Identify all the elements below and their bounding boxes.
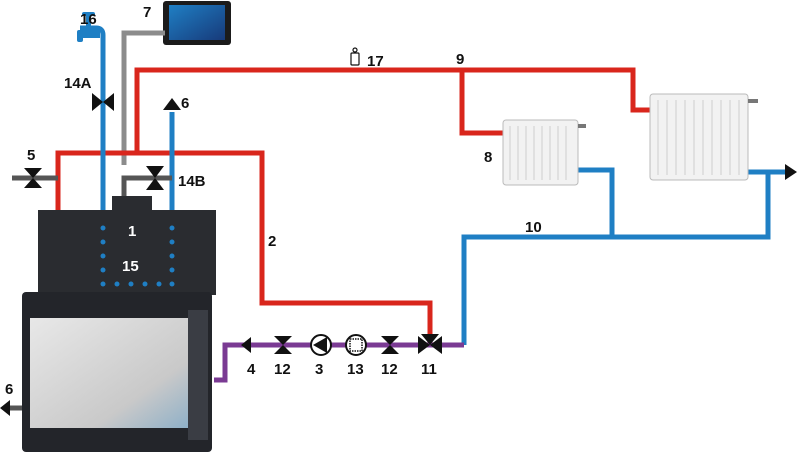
mixed-return-pipe <box>214 342 464 383</box>
return-main-pipe <box>461 172 771 345</box>
label-air-vent: 17 <box>367 53 384 70</box>
hot-main-pipe <box>134 67 652 153</box>
valve-b-pipe <box>121 175 172 196</box>
label-heat-exchanger: 15 <box>122 258 139 275</box>
check-valve-icon <box>241 337 251 353</box>
pump-icon <box>310 334 332 356</box>
sensor-cable <box>121 30 165 165</box>
label-drain-bottom: 6 <box>5 381 13 398</box>
fireplace <box>22 196 216 452</box>
label-filter: 13 <box>347 361 364 378</box>
label-fireplace: 1 <box>128 223 136 240</box>
label-valve-b: 14B <box>178 173 206 190</box>
label-supply-pipe: 2 <box>268 233 276 250</box>
cold-water-pipe <box>80 25 106 210</box>
label-drain-top: 6 <box>181 95 189 112</box>
fireplace-glass <box>30 318 188 428</box>
label-radiator-small: 8 <box>484 149 492 166</box>
water-tap-icon <box>77 12 100 42</box>
fireplace-water-jacket <box>38 210 216 295</box>
label-water-tap: 16 <box>80 11 97 28</box>
label-pump: 3 <box>315 361 323 378</box>
valve-14a-icon <box>92 93 114 111</box>
radiator-return-pipe <box>578 167 615 237</box>
heat-exchanger-coil <box>100 225 175 287</box>
label-controller: 7 <box>143 4 151 21</box>
label-ball-valve-left: 12 <box>274 361 291 378</box>
label-safety-valve: 5 <box>27 147 35 164</box>
controller-panel <box>163 1 231 45</box>
radiator-small <box>502 119 586 186</box>
drain-bottom-arrow-icon <box>0 400 10 416</box>
drain-top-arrow-icon <box>163 98 181 110</box>
ball-valve-left-icon <box>274 336 292 354</box>
label-return-main: 10 <box>525 219 542 236</box>
label-ball-valve-right: 12 <box>381 361 398 378</box>
outlet-arrow-icon <box>785 164 797 180</box>
safety-valve-icon <box>24 168 42 188</box>
label-hot-main: 9 <box>456 51 464 68</box>
radiator-large <box>649 93 758 181</box>
filter-icon <box>345 334 367 356</box>
valve-14b-icon <box>146 166 164 190</box>
label-mixing-valve: 11 <box>421 361 437 378</box>
radiator-branch-pipe <box>459 70 505 136</box>
ball-valve-right-icon <box>381 336 399 354</box>
supply-pipe <box>55 150 433 345</box>
label-check-valve: 4 <box>247 361 256 378</box>
label-valve-a: 14A <box>64 75 92 92</box>
air-vent-icon <box>350 47 360 66</box>
mixing-valve-icon <box>418 334 442 354</box>
